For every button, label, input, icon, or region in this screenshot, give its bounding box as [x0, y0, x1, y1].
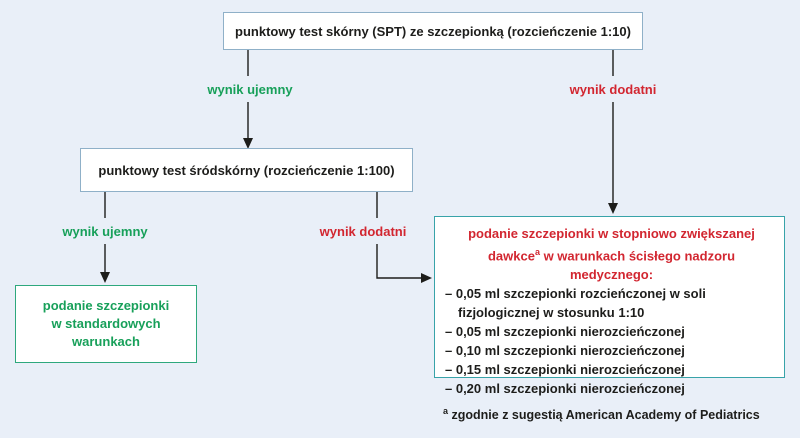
dose-item: – 0,10 ml szczepionki nierozcieńczonej [445, 343, 685, 359]
dose-item: – 0,05 ml szczepionki nierozcieńczonej [445, 324, 685, 340]
supervised-header-line2-text: dawkce [487, 248, 535, 264]
node-intradermal-test: punktowy test śródskórny (rozcieńczenie … [80, 148, 413, 192]
branch-label-intradermal-negative: wynik ujemny [62, 224, 148, 239]
footnote: a zgodnie z sugestią American Academy of… [443, 406, 760, 422]
standard-line: podanie szczepionki [42, 298, 170, 313]
branch-label-spt-positive: wynik dodatni [569, 82, 657, 97]
arrowhead-intradermal-negative [100, 272, 110, 283]
footnote-text: zgodnie z sugestią American Academy of P… [451, 408, 760, 423]
supervised-header-line2: dawkcea w warunkach ścisłego nadzoru med… [445, 243, 778, 284]
footnote-marker: a [534, 247, 540, 257]
supervised-header-line2-text2: w warunkach ścisłego nadzoru medycznego: [539, 248, 736, 283]
dose-item: – 0,05 ml szczepionki rozcieńczonej w so… [445, 286, 706, 321]
dose-item: – 0,20 ml szczepionki nierozcieńczonej [445, 381, 685, 397]
footnote-sup: a [443, 406, 449, 416]
supervised-header-line1: podanie szczepionki w stopniowo zwiększa… [468, 226, 755, 241]
dose-item: – 0,15 ml szczepionki nierozcieńczonej [445, 362, 685, 378]
branch-label-spt-negative: wynik ujemny [207, 82, 293, 97]
supervised-header: podanie szczepionki w stopniowo zwiększa… [445, 224, 778, 284]
node-spt-test: punktowy test skórny (SPT) ze szczepionk… [223, 12, 643, 50]
node-spt-test-label: punktowy test skórny (SPT) ze szczepionk… [235, 23, 631, 39]
arrow-intradermal-positive-elbow [376, 244, 421, 279]
arrowhead-intradermal-positive [421, 273, 432, 283]
arrowhead-spt-positive [608, 203, 618, 214]
node-supervised-administration: podanie szczepionki w stopniowo zwiększa… [434, 216, 785, 396]
node-intradermal-test-label: punktowy test śródskórny (rozcieńczenie … [98, 162, 395, 178]
node-standard-administration: podanie szczepionki w standardowych waru… [15, 285, 197, 363]
standard-line: warunkach [72, 334, 140, 349]
branch-label-intradermal-positive: wynik dodatni [319, 224, 407, 239]
standard-line: w standardowych [51, 316, 161, 331]
